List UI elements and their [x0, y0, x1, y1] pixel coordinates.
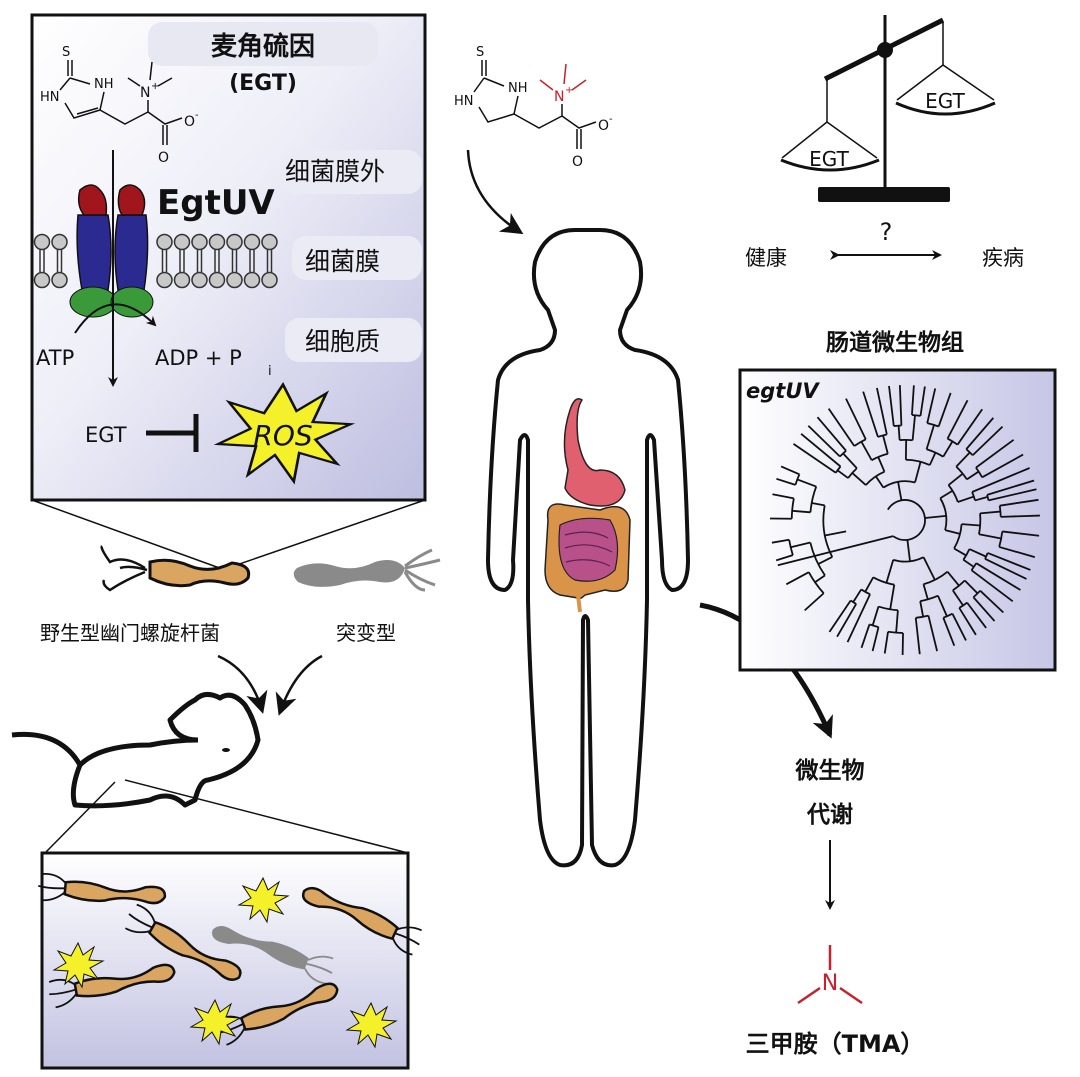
label-extracellular: 细菌膜外: [285, 157, 385, 186]
svg-text:-: -: [609, 114, 613, 125]
ros-label: ROS: [253, 419, 312, 452]
ergothioneine-structure: S NH HN N + O - O: [40, 45, 199, 166]
phylogenetic-tree-panel: egtUV: [738, 368, 1057, 672]
egtuv-transporter: [69, 184, 154, 318]
egt-subtitle: (EGT): [229, 71, 297, 96]
microbiome-title: 肠道微生物组: [826, 329, 964, 356]
svg-text:O: O: [184, 114, 195, 130]
svg-text:HN: HN: [40, 90, 60, 105]
svg-text:N: N: [140, 85, 150, 101]
svg-text:O: O: [598, 118, 609, 134]
phylogenetic-tree: [769, 385, 1040, 655]
wild-type-bacterium-icon: [100, 545, 251, 592]
pi-subscript: i: [268, 364, 272, 379]
tma-nitrogen: N: [822, 971, 838, 996]
disease-label: 疾病: [982, 246, 1024, 270]
svg-text:NH: NH: [508, 81, 528, 96]
bacterium-icon: [48, 963, 176, 1009]
atp-label: ATP: [36, 346, 74, 370]
mouse-icon: [11, 692, 261, 809]
svg-text:HN: HN: [454, 94, 474, 109]
title-pill: [148, 22, 378, 66]
metabolism-line2: 代谢: [806, 801, 853, 828]
digestive-tract-icon: [544, 398, 631, 613]
health-label: 健康: [745, 246, 787, 270]
wild-type-label: 野生型幽门螺旋杆菌: [40, 621, 220, 645]
bacterium-icon: [38, 872, 167, 905]
balance-scale-icon: [780, 15, 996, 202]
svg-text:O: O: [572, 154, 583, 170]
svg-text:-: -: [195, 110, 199, 121]
atp-hydrolysis-arrow: [74, 303, 157, 334]
egtuv-label: EgtUV: [157, 183, 275, 223]
mutant-label: 突变型: [336, 621, 396, 645]
label-cytoplasm: 细胞质: [305, 327, 380, 356]
mutant-bacterium-icon: [293, 548, 441, 592]
bacterium-icon: [125, 903, 242, 981]
egt-title: 麦角硫因: [211, 31, 315, 62]
right-pan-egt: EGT: [925, 89, 965, 113]
svg-text:O: O: [158, 150, 169, 166]
adp-label: ADP + P: [155, 346, 242, 370]
egt-label: EGT: [85, 423, 127, 447]
mutant-bacterium-icon: [212, 926, 334, 985]
svg-text:N: N: [554, 89, 564, 105]
svg-text:S: S: [476, 45, 484, 60]
bacterium-icon: [301, 886, 422, 956]
lipid-bilayer: [33, 233, 278, 289]
gut-colonization-panel: [38, 851, 422, 1070]
left-pan-egt: EGT: [809, 147, 849, 171]
egt-transport-panel: 麦角硫因 (EGT) S NH HN N + O - O: [30, 13, 427, 502]
tma-label: 三甲胺（TMA）: [746, 1030, 925, 1058]
egtuv-gene-label: egtUV: [746, 379, 820, 403]
svg-text:NH: NH: [94, 77, 114, 92]
svg-text:S: S: [62, 45, 70, 60]
label-membrane: 细菌膜: [305, 247, 380, 276]
question-mark: ?: [880, 218, 893, 246]
egt-molecule-center: S NH HN N + O - O: [454, 45, 613, 170]
svg-text:+: +: [151, 81, 159, 92]
svg-text:+: +: [565, 85, 573, 96]
tma-structure: N: [797, 945, 863, 1005]
metabolism-line1: 微生物: [795, 757, 865, 784]
